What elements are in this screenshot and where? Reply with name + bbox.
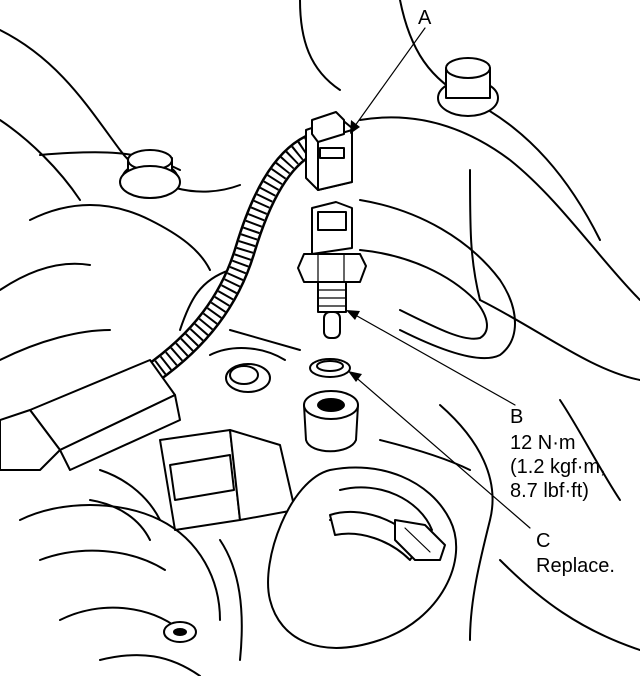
sealing-washer <box>309 358 351 378</box>
callout-b-label: B <box>510 406 523 428</box>
large-connector-block <box>89 429 296 541</box>
bolt-boss <box>209 347 286 393</box>
callout-a-label: A <box>418 7 432 29</box>
radiator-hose <box>267 466 458 649</box>
mounting-boss-left <box>119 149 181 199</box>
wire-harness <box>139 134 321 386</box>
callout-c-note: Replace. <box>536 555 615 577</box>
callout-b-torque-lbfft: 8.7 lbf·ft) <box>510 480 589 502</box>
coolant-hose <box>359 199 516 360</box>
callout-c-label: C <box>536 530 550 552</box>
callout-b-torque-kgfm: (1.2 kgf·m, <box>510 456 606 478</box>
callout-b: B 12 N·m (1.2 kgf·m, 8.7 lbf·ft) <box>510 406 606 502</box>
mounting-boss-right <box>437 57 499 117</box>
callout-c: C Replace. <box>536 530 615 577</box>
harness-connector-a <box>305 111 353 191</box>
callout-b-torque-nm: 12 N·m <box>510 432 576 454</box>
lower-housing <box>19 504 243 676</box>
coolant-temperature-sensor <box>297 201 367 339</box>
sensor-port <box>303 390 359 453</box>
lower-left-connector <box>0 359 181 471</box>
leader-lines <box>346 27 531 529</box>
hose-clamp <box>329 510 446 561</box>
